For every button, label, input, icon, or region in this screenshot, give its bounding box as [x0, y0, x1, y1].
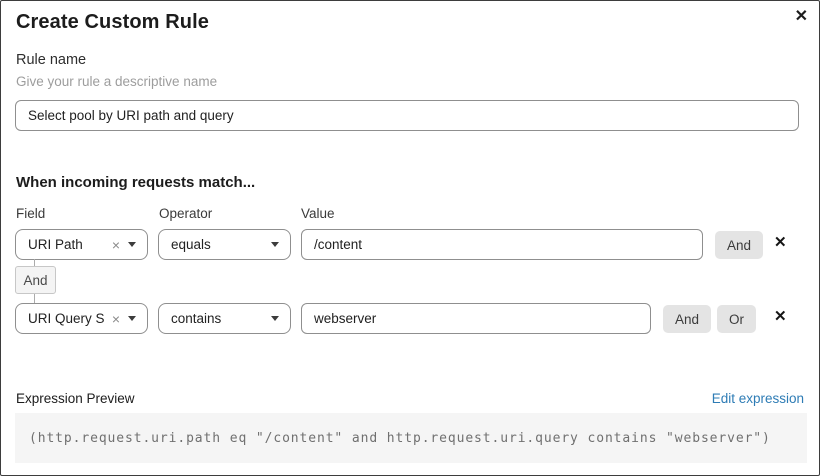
field-column-label: Field — [16, 206, 46, 221]
edit-expression-link[interactable]: Edit expression — [711, 391, 804, 406]
operator-select-row2[interactable]: contains — [158, 303, 291, 334]
add-and-condition-button-row1[interactable]: And — [715, 231, 764, 259]
dialog-title: Create Custom Rule — [16, 11, 209, 33]
value-column-label: Value — [301, 206, 335, 221]
close-icon[interactable]: ✕ — [795, 6, 808, 28]
clear-icon[interactable]: × — [111, 310, 120, 327]
chevron-down-icon — [271, 316, 279, 321]
expression-preview-box: (http.request.uri.path eq "/content" and… — [15, 413, 807, 463]
expression-preview-label: Expression Preview — [16, 391, 135, 406]
delete-row-icon[interactable]: ✕ — [774, 234, 787, 251]
chevron-down-icon — [128, 242, 136, 247]
operator-select-row2-value: contains — [171, 311, 222, 326]
rule-name-hint: Give your rule a descriptive name — [16, 74, 218, 89]
operator-select-row1-value: equals — [171, 237, 211, 252]
rule-name-input[interactable] — [15, 100, 799, 131]
expression-code: (http.request.uri.path eq "/content" and… — [29, 430, 771, 446]
add-and-condition-button-row2[interactable]: And — [663, 305, 712, 333]
chevron-down-icon — [271, 242, 279, 247]
and-connector-chip: And — [15, 266, 56, 294]
field-select-row1-value: URI Path — [28, 237, 83, 252]
value-input-row1[interactable] — [301, 229, 703, 260]
clear-icon[interactable]: × — [111, 236, 120, 253]
value-input-row2[interactable] — [301, 303, 651, 334]
field-select-row2[interactable]: URI Query St... × — [15, 303, 148, 334]
field-select-row2-value: URI Query St... — [28, 311, 104, 326]
field-select-row1[interactable]: URI Path × — [15, 229, 148, 260]
operator-column-label: Operator — [159, 206, 213, 221]
add-or-condition-button-row2[interactable]: Or — [717, 305, 756, 333]
delete-row-icon[interactable]: ✕ — [774, 308, 787, 325]
operator-select-row1[interactable]: equals — [158, 229, 291, 260]
chevron-down-icon — [128, 316, 136, 321]
match-section-heading: When incoming requests match... — [16, 174, 256, 191]
rule-name-label: Rule name — [16, 52, 87, 68]
